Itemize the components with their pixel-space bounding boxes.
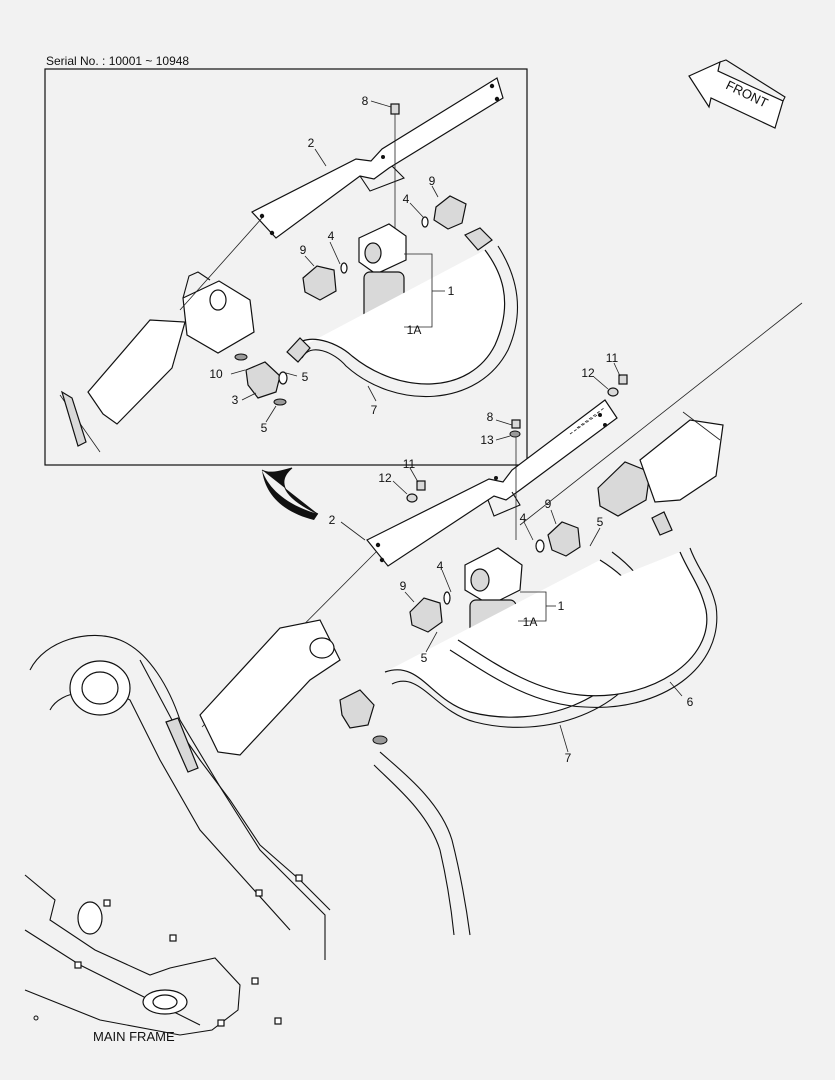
inset-bolt [390,103,400,240]
callout-12: 12 [581,366,595,380]
callout-8: 8 [362,94,369,108]
main-frame-label: MAIN FRAME [93,1029,175,1044]
callout-1a: 1A [407,323,422,337]
callout-11: 11 [403,457,416,471]
inset-hose [286,227,518,398]
inset-fitting-9a [421,195,467,230]
callout-5: 5 [261,421,268,435]
callout-13: 13 [480,433,494,447]
callout-8: 8 [487,410,494,424]
main-fitting-9b [409,591,451,633]
inset-fitting-3 [234,353,288,406]
inset-leaders [179,100,445,423]
callout-4: 4 [403,192,410,206]
callout-4: 4 [520,511,527,525]
main-fitting-9a [535,521,581,557]
main-frame-outline [24,874,303,1036]
main-assembly: 11 12 8 13 11 12 2 4 9 5 4 1 9 1A 5 6 7 [199,302,803,936]
main-fasteners [406,374,628,540]
callout-2: 2 [308,136,315,150]
callout-9: 9 [300,243,307,257]
callout-10: 10 [209,367,223,381]
callout-7: 7 [565,751,572,765]
callout-9: 9 [429,174,436,188]
main-leaders [340,362,683,753]
callout-4: 4 [437,559,444,573]
callout-3: 3 [232,393,239,407]
callout-1: 1 [558,599,565,613]
serial-note: Serial No. : 10001 ~ 10948 [46,54,189,68]
callout-4: 4 [328,229,335,243]
callout-1a: 1A [523,615,538,629]
callout-12: 12 [378,471,392,485]
front-arrow: FRONT [688,59,786,129]
callout-9: 9 [545,497,552,511]
callout-5: 5 [421,651,428,665]
main-bracket [366,399,618,567]
callout-11: 11 [606,351,619,365]
callout-1: 1 [448,284,455,298]
main-left-valve [199,619,388,756]
inset-frame [44,68,528,466]
inset-fitting-9b [302,262,348,301]
callout-5: 5 [302,370,309,384]
inset-bracket [251,77,504,239]
callout-7: 7 [371,403,378,417]
main-hoses [373,547,718,936]
callout-9: 9 [400,579,407,593]
callout-2: 2 [329,513,336,527]
inset-detail: 8 2 9 4 9 4 1 1A 10 5 3 5 7 [44,68,528,466]
callout-5: 5 [597,515,604,529]
callout-6: 6 [687,695,694,709]
transition-arrow [261,467,319,520]
inset-valve [59,271,255,453]
main-right-valve [597,411,724,536]
boom-frame-outline [29,634,331,960]
